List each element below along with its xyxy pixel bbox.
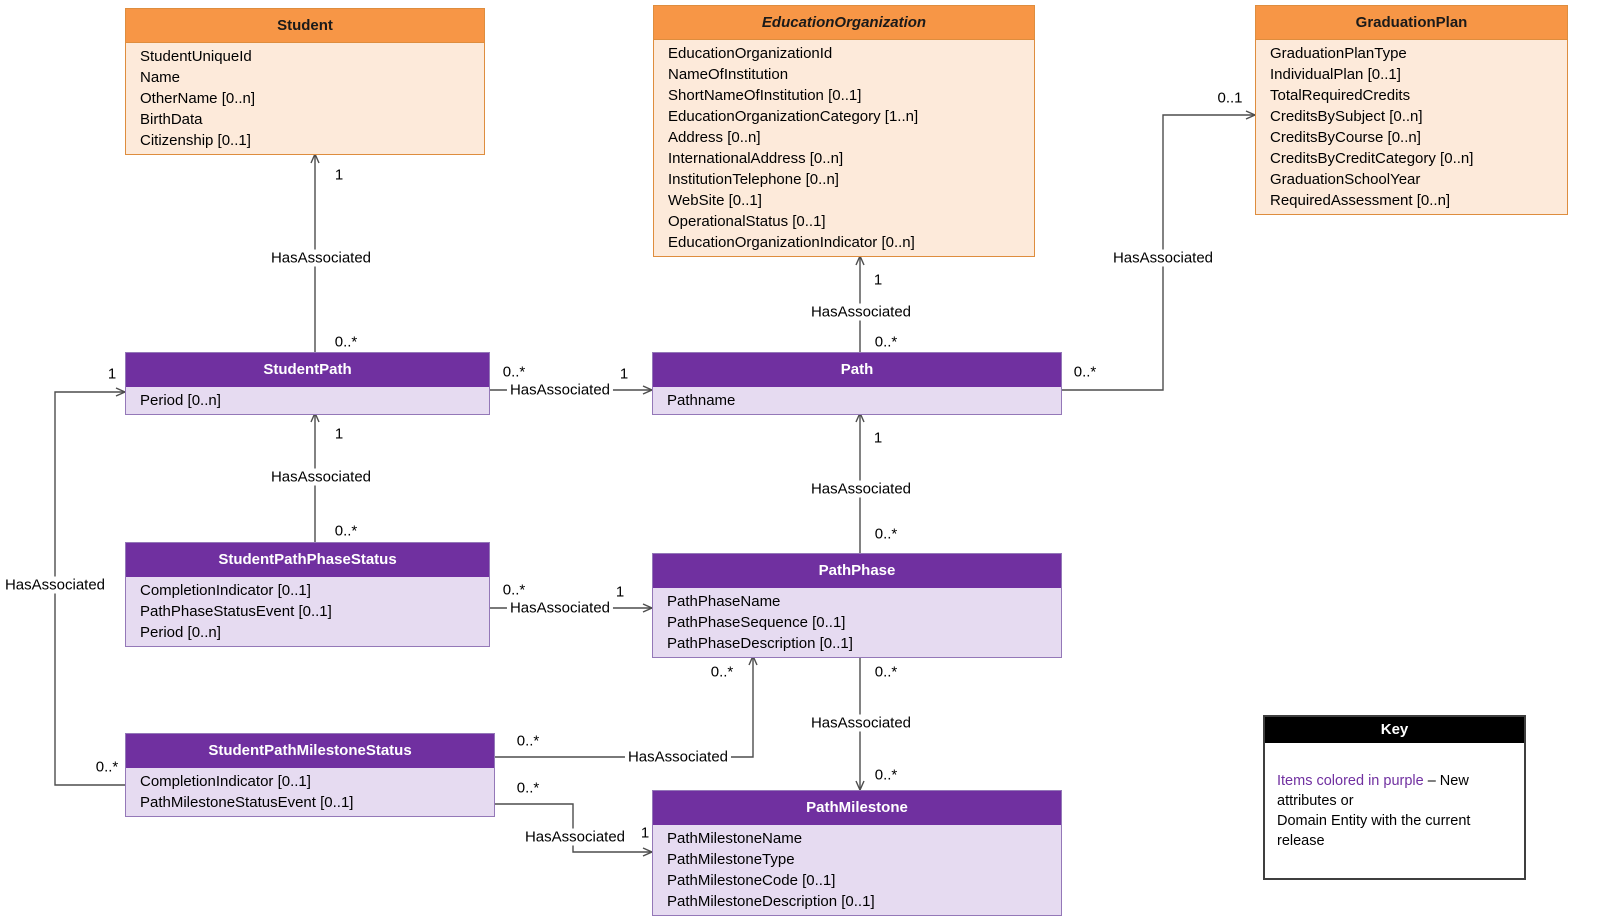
key-box: Key Items colored in purple – New attrib…: [1263, 715, 1526, 880]
connector-path-to-graduationplan: [1062, 110, 1257, 391]
connector-studentpathmilestonestatus-to-pathmilestone: [495, 803, 654, 857]
key-line2-text: Domain Entity with the current release: [1277, 813, 1471, 849]
key-title: Key: [1265, 717, 1524, 743]
connector-studentpathmilestonestatus-to-studentpath: [54, 387, 127, 786]
key-highlight-text: Items colored in purple: [1277, 773, 1424, 789]
connector-studentpathmilestonestatus-to-pathphase: [495, 654, 758, 758]
key-rest-text: – New attributes or: [1277, 773, 1469, 809]
key-text: Items colored in purple – New attributes…: [1265, 743, 1524, 851]
